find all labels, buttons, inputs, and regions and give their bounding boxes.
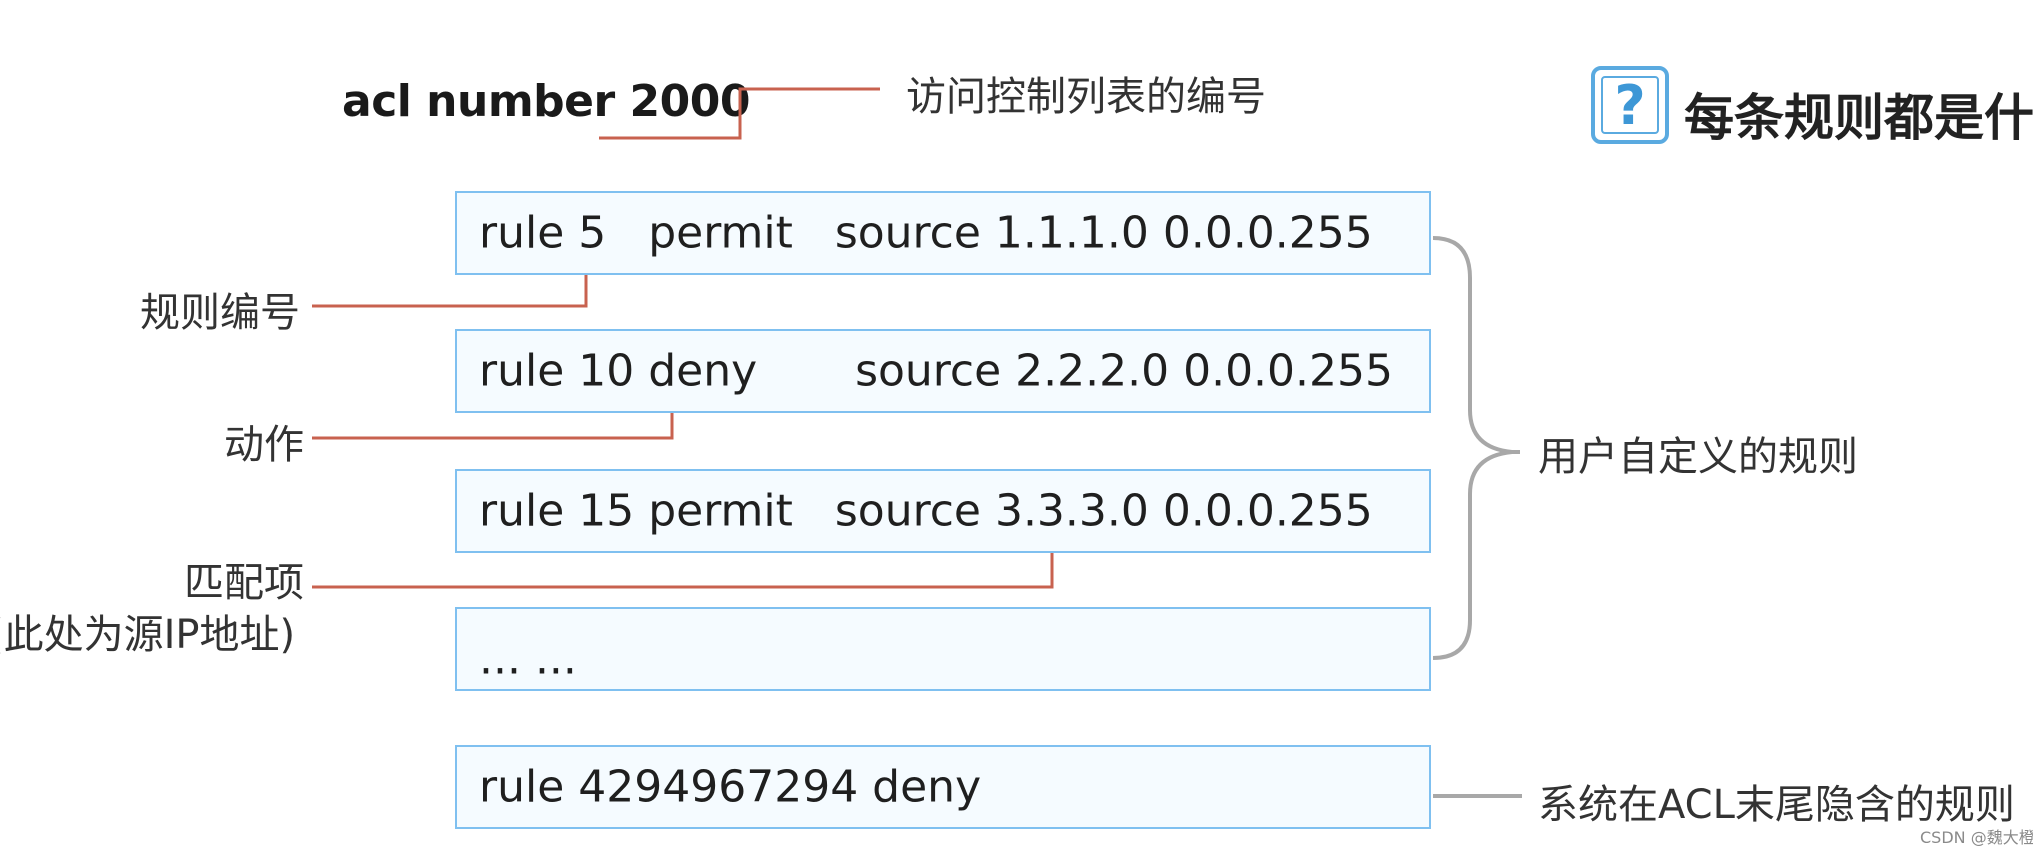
acl-title: acl number 2000 — [342, 76, 751, 127]
match-item-label: 匹配项 — [184, 560, 304, 606]
rule-text: rule 10 deny source 2.2.2.0 0.0.0.255 — [479, 345, 1394, 397]
rule-number-label: 规则编号 — [140, 290, 300, 336]
rule-text: rule 5 permit source 1.1.1.0 0.0.0.255 — [479, 207, 1373, 259]
rule-box-10: rule 10 deny source 2.2.2.0 0.0.0.255 — [455, 329, 1431, 413]
rule-number-connector — [312, 265, 588, 308]
acl-number-connector — [599, 87, 880, 140]
match-item-note: (此处为源IP地址) — [0, 612, 296, 658]
action-connector — [312, 404, 674, 440]
match-item-connector — [312, 544, 1054, 589]
rule-text: rule 4294967294 deny — [479, 761, 982, 813]
watermark: CSDN @魏大橙 — [1920, 828, 2033, 847]
action-label: 动作 — [224, 422, 304, 468]
user-defined-brace — [1432, 236, 1513, 660]
implicit-rule-label: 系统在ACL末尾隐含的规则 — [1538, 782, 2015, 828]
question-text: 每条规则都是什么 — [1684, 89, 2033, 147]
rule-box-ellipsis: ... ... — [455, 607, 1431, 691]
rule-text: ... ... — [479, 633, 577, 685]
question-mark-glyph: ? — [1601, 74, 1659, 137]
rule-box-15: rule 15 permit source 3.3.3.0 0.0.0.255 — [455, 469, 1431, 553]
rule-box-5: rule 5 permit source 1.1.1.0 0.0.0.255 — [455, 191, 1431, 275]
acl-number-label: 访问控制列表的编号 — [906, 74, 1266, 120]
rule-text: rule 15 permit source 3.3.3.0 0.0.0.255 — [479, 485, 1373, 537]
question-icon: ? — [1591, 66, 1669, 144]
rule-box-implicit: rule 4294967294 deny — [455, 745, 1431, 829]
user-defined-label: 用户自定义的规则 — [1538, 434, 1858, 480]
